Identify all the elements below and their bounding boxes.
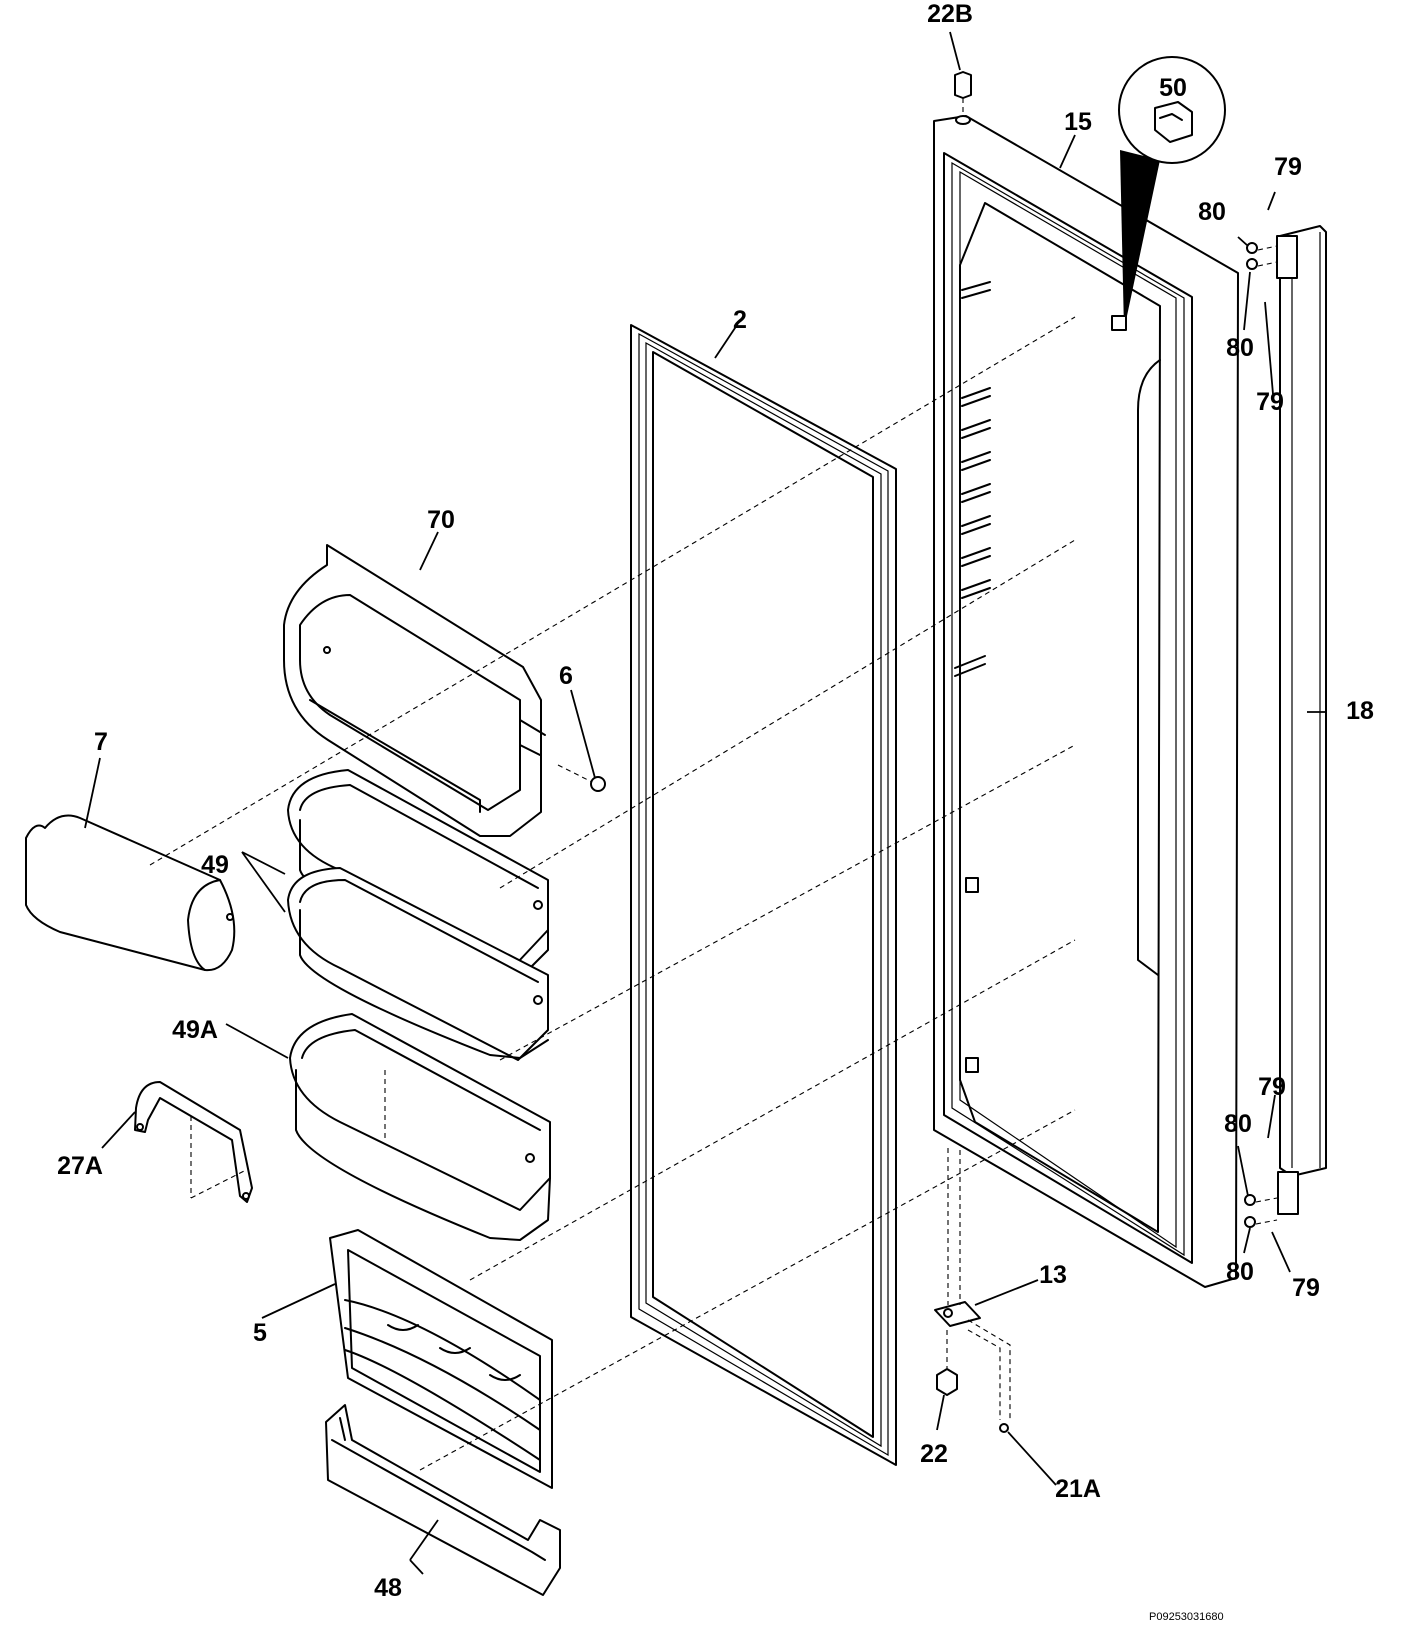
callout-6: 6 — [559, 662, 573, 690]
bin-70 — [283, 544, 546, 837]
bin-49a — [289, 1013, 551, 1241]
callout-80-bottom-a: 80 — [1224, 1110, 1252, 1138]
top-bushing-22b — [954, 71, 972, 116]
door-assembly — [933, 115, 1239, 1288]
callout-15: 15 — [1064, 108, 1092, 136]
callout-80-bottom-b: 80 — [1226, 1258, 1254, 1286]
shelf-5 — [329, 1229, 553, 1489]
callout-79-bottom-a: 79 — [1258, 1073, 1286, 1101]
leader-lines — [84, 31, 1326, 1575]
callout-22: 22 — [920, 1440, 948, 1468]
callout-2: 2 — [733, 306, 747, 334]
callout-18: 18 — [1346, 697, 1374, 725]
callout-7: 7 — [94, 728, 108, 756]
callout-27a: 27A — [57, 1152, 103, 1180]
callout-5: 5 — [253, 1319, 267, 1347]
callout-80-top-b: 80 — [1226, 334, 1254, 362]
callout-79-bottom-b: 79 — [1292, 1274, 1320, 1302]
callout-80-top-a: 80 — [1198, 198, 1226, 226]
cover-7 — [25, 814, 236, 972]
bottom-hinge — [934, 1148, 1011, 1433]
callout-49a: 49A — [172, 1016, 218, 1044]
callout-21a: 21A — [1055, 1475, 1101, 1503]
callout-49: 49 — [201, 851, 229, 879]
callout-48: 48 — [374, 1574, 402, 1602]
handle-trim — [1276, 225, 1327, 1215]
callout-13: 13 — [1039, 1261, 1067, 1289]
callout-79-top-a: 79 — [1274, 153, 1302, 181]
door-gasket — [630, 324, 897, 1466]
callout-22b: 22B — [927, 0, 973, 28]
callout-50: 50 — [1159, 74, 1187, 102]
bin-handle-27a — [134, 1081, 253, 1203]
bins-49 — [287, 769, 549, 1061]
callout-79-top-b: 79 — [1256, 388, 1284, 416]
detail-50 — [1111, 56, 1226, 331]
callout-70: 70 — [427, 506, 455, 534]
bin-48 — [325, 1404, 561, 1596]
clip-6 — [557, 764, 606, 792]
diagram-code: P09253031680 — [1149, 1611, 1224, 1623]
assembly-lines — [149, 316, 1076, 1471]
door-shelf-posts — [954, 281, 991, 1073]
hinge-fasteners — [1244, 242, 1278, 1228]
